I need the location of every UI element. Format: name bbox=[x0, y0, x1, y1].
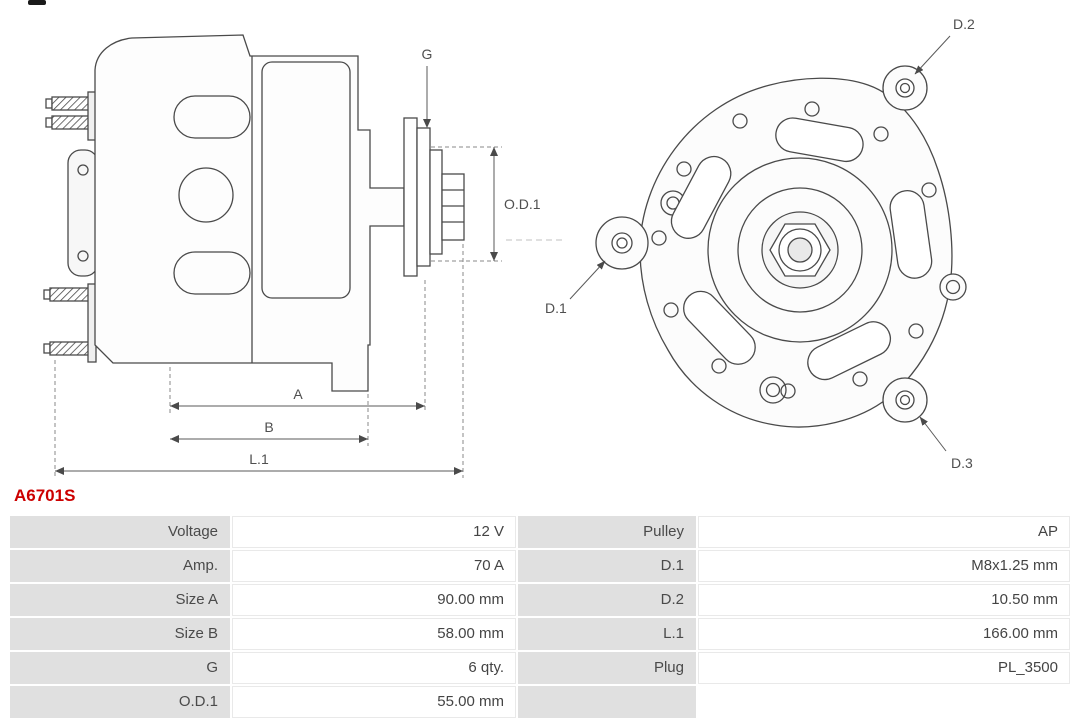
alternator-body-side bbox=[94, 34, 405, 392]
dim-label-d3: D.3 bbox=[951, 455, 973, 471]
spec-value-cell: 166.00 mm bbox=[698, 618, 1070, 650]
drawing-labels: G O.D.1 A B L.1 D.2 D.1 D.3 bbox=[249, 16, 975, 471]
dim-label-g: G bbox=[422, 46, 433, 62]
lug-d2 bbox=[882, 65, 928, 111]
spec-value-cell: 6 qty. bbox=[232, 652, 516, 684]
front-leaders bbox=[569, 35, 951, 452]
spec-value-cell: 70 A bbox=[232, 550, 516, 582]
vent-holes bbox=[651, 101, 937, 399]
dim-label-a: A bbox=[293, 386, 303, 402]
part-number-link[interactable]: A6701S bbox=[14, 486, 76, 505]
spec-value-cell: PL_3500 bbox=[698, 652, 1070, 684]
spec-label-cell: L.1 bbox=[518, 618, 696, 650]
spec-label-cell: Voltage bbox=[10, 516, 230, 548]
dim-label-d2: D.2 bbox=[953, 16, 975, 32]
dimension-lines bbox=[54, 66, 566, 478]
technical-drawing: G O.D.1 A B L.1 D.2 D.1 D.3 bbox=[43, 16, 975, 478]
spec-label-cell: Size A bbox=[10, 584, 230, 616]
spec-label-cell: Amp. bbox=[10, 550, 230, 582]
spec-value-cell: 55.00 mm bbox=[232, 686, 516, 718]
spec-label-cell: G bbox=[10, 652, 230, 684]
spec-label-cell: Plug bbox=[518, 652, 696, 684]
spec-value-cell: M8x1.25 mm bbox=[698, 550, 1070, 582]
dim-label-b: B bbox=[264, 419, 273, 435]
side-view bbox=[43, 34, 465, 392]
bolt-bosses bbox=[660, 190, 967, 404]
pulley-front bbox=[707, 157, 893, 343]
spec-value-cell: 58.00 mm bbox=[232, 618, 516, 650]
spec-label-cell: Pulley bbox=[518, 516, 696, 548]
mounting-studs bbox=[43, 91, 99, 363]
spec-label-cell: Size B bbox=[10, 618, 230, 650]
corner-artifact bbox=[28, 0, 46, 5]
lug-d1 bbox=[595, 216, 649, 270]
spec-value-cell: 90.00 mm bbox=[232, 584, 516, 616]
dim-label-d1: D.1 bbox=[545, 300, 567, 316]
dim-label-l1: L.1 bbox=[249, 451, 269, 467]
fan-slots bbox=[670, 117, 933, 381]
spec-label-cell: D.1 bbox=[518, 550, 696, 582]
spec-value-cell: 10.50 mm bbox=[698, 584, 1070, 616]
dim-label-od1: O.D.1 bbox=[504, 196, 541, 212]
spec-table: Voltage 12 V Pulley AP Amp. 70 A D.1 M8x… bbox=[10, 516, 1070, 718]
pulley-side bbox=[403, 117, 465, 277]
spec-label-cell: D.2 bbox=[518, 584, 696, 616]
spec-value-cell bbox=[698, 686, 1070, 718]
spec-value-cell: AP bbox=[698, 516, 1070, 548]
lug-d3 bbox=[882, 377, 928, 423]
spec-label-cell: O.D.1 bbox=[10, 686, 230, 718]
front-view bbox=[569, 35, 967, 452]
spec-label-cell bbox=[518, 686, 696, 718]
spec-value-cell: 12 V bbox=[232, 516, 516, 548]
